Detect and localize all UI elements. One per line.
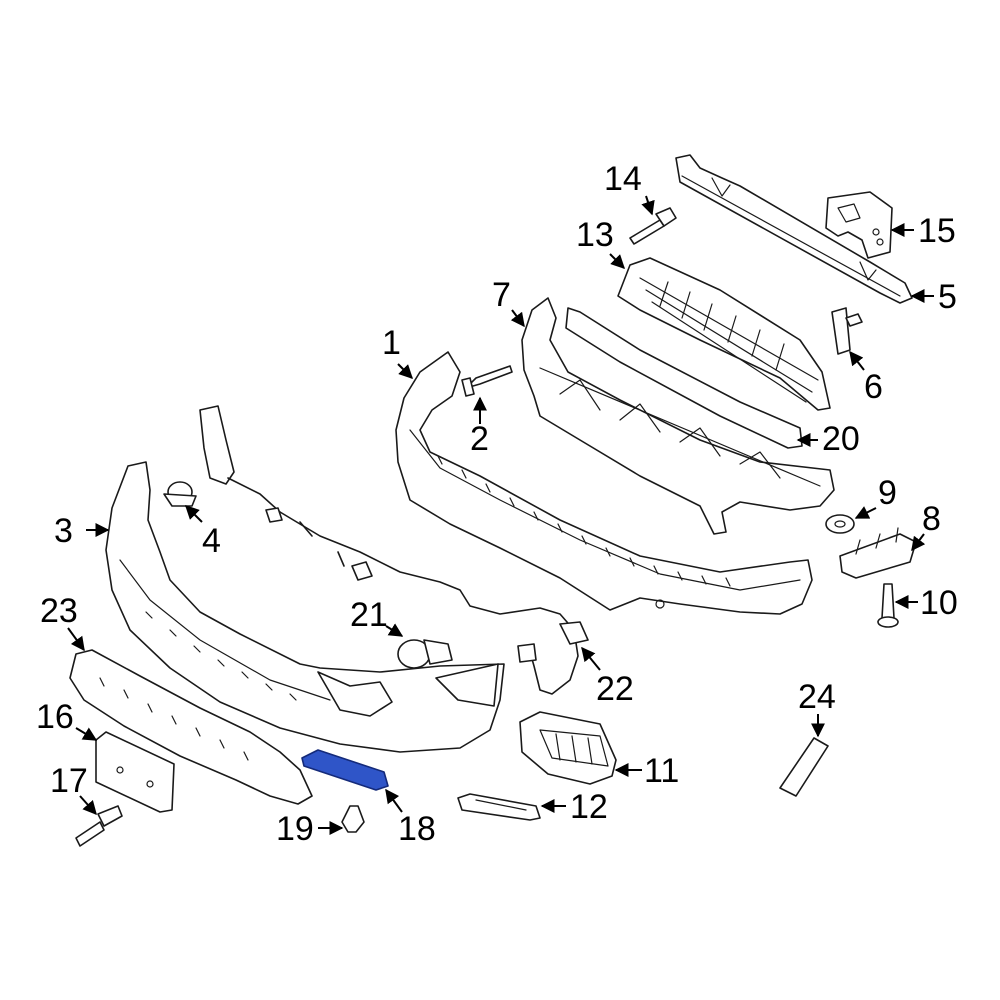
part-9-nut[interactable] [825,514,855,534]
leader-8 [911,533,926,552]
part-2-push-pin[interactable] [461,365,513,397]
part-23-valance[interactable] [69,649,313,805]
part-3-lower-bumper[interactable] [105,461,505,753]
part-24-strip[interactable] [779,737,829,797]
leader-22 [581,646,601,671]
callout-12: 12 [570,788,608,826]
callout-19: 19 [276,810,314,848]
leader-18 [385,788,403,813]
callout-2: 2 [470,420,489,458]
part-11-fog-bezel[interactable] [519,711,617,785]
callout-20: 20 [822,420,860,458]
leader-14 [641,195,655,216]
part-1-bumper-cover[interactable] [395,351,813,615]
leader-23 [67,627,85,652]
part-8-mount-bracket[interactable] [839,527,917,579]
part-16-license-bracket[interactable] [95,731,175,813]
leader-16 [75,727,98,741]
callout-8: 8 [922,500,941,538]
leader-9 [854,506,877,519]
part-18-bracket-highlighted[interactable] [301,749,389,791]
callout-24: 24 [798,678,836,716]
part-4-clip[interactable] [163,481,197,507]
leader-13 [609,253,625,269]
part-17-rivet[interactable] [75,805,123,847]
part-21-sensor[interactable] [397,639,453,669]
callout-22: 22 [596,670,634,708]
callout-11: 11 [644,752,679,790]
callout-13: 13 [576,216,614,254]
callout-14: 14 [604,160,642,198]
callout-23: 23 [40,592,78,630]
part-10-bolt[interactable] [877,583,899,628]
callout-4: 4 [202,522,221,560]
callout-labels: 1 2 3 4 5 6 7 8 9 10 11 12 13 14 15 16 1… [36,160,958,848]
callout-9: 9 [878,474,897,512]
part-18-shape[interactable] [301,749,389,791]
callout-3: 3 [54,512,73,550]
part-15-bracket[interactable] [825,191,893,259]
part-5-impact-bar[interactable] [675,154,913,304]
callout-6: 6 [864,368,883,406]
callout-17: 17 [50,762,88,800]
part-22-wiring-harness[interactable] [199,405,589,695]
leader-4 [185,505,203,523]
callout-10: 10 [920,584,958,622]
leader-17 [79,795,97,816]
part-7-energy-absorber[interactable] [521,297,835,535]
leader-1 [397,363,413,379]
callout-5: 5 [938,278,957,316]
part-14-push-pin[interactable] [629,207,677,245]
callout-21: 21 [350,596,388,634]
callout-7: 7 [492,276,511,314]
part-19-push-clip[interactable] [341,805,365,833]
part-12-trim[interactable] [457,793,541,821]
leader-6 [849,350,865,371]
callout-18: 18 [398,810,436,848]
callout-16: 16 [36,698,74,736]
leader-7 [510,309,525,328]
part-6-bolt-plate[interactable] [831,307,863,355]
callout-15: 15 [918,212,956,250]
leader-21 [385,623,404,637]
leader-lines [67,195,934,835]
part-13-grille[interactable] [617,257,831,411]
callout-1: 1 [382,324,401,362]
